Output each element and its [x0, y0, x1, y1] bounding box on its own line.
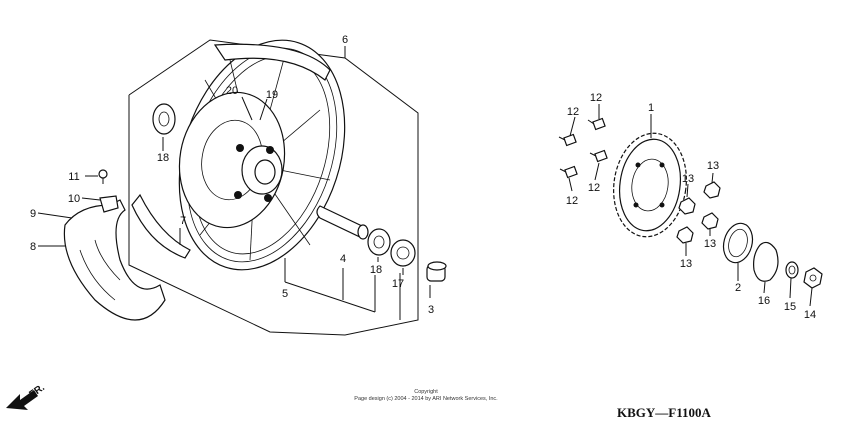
bearing-left: [152, 103, 176, 135]
leader-lines: [37, 96, 813, 307]
callout-13: 13: [682, 173, 694, 185]
callout-13: 13: [704, 238, 716, 250]
bearing-right: [367, 228, 391, 256]
callout-18: 18: [370, 264, 382, 276]
rim-band-bottom: [131, 193, 191, 259]
front-direction-arrow: FR.: [6, 382, 47, 410]
callout-19: 19: [266, 89, 278, 101]
callout-4: 4: [340, 253, 346, 265]
stud-bolts: [558, 117, 608, 179]
callout-17: 17: [392, 278, 404, 290]
copyright-notice: Copyright Page design (c) 2004 - 2014 by…: [354, 389, 498, 402]
callout-12: 12: [588, 182, 600, 194]
clip-10: [99, 195, 119, 213]
callout-18: 18: [157, 152, 169, 164]
rear-wheel: [178, 39, 346, 271]
copyright-line-1: Copyright: [414, 389, 438, 395]
copyright-line-2: Page design (c) 2004 - 2014 by ARI Netwo…: [354, 396, 498, 402]
rim-band-top: [213, 43, 331, 81]
callout-13: 13: [680, 258, 692, 270]
callout-15: 15: [784, 301, 796, 313]
callout-11: 11: [68, 171, 79, 183]
callout-6: 6: [342, 34, 348, 46]
callout-13: 13: [707, 160, 719, 172]
diagram-code: KBGY—F1100A: [617, 405, 712, 420]
callout-12: 12: [567, 106, 579, 118]
bolt-11: [98, 169, 108, 184]
axle-spacer: [316, 205, 369, 240]
callout-10: 10: [68, 193, 80, 205]
callout-20: 20: [226, 85, 238, 97]
callout-2: 2: [735, 282, 741, 294]
driven-sprocket: [613, 132, 687, 238]
callout-7: 7: [180, 215, 186, 227]
callout-5: 5: [282, 288, 288, 300]
collar-3: [426, 261, 447, 282]
callout-labels: 1 2 3 4 5 6 7 8 9 10 11 12 12 12 12 13 1…: [30, 34, 816, 321]
callout-12: 12: [590, 92, 602, 104]
callout-14: 14: [804, 309, 816, 321]
bearing-17: [390, 239, 416, 267]
circlip-16: [753, 241, 779, 282]
callout-3: 3: [428, 304, 434, 316]
callout-16: 16: [758, 295, 770, 307]
washer-2: [722, 222, 754, 264]
sprocket-nuts: [676, 181, 721, 244]
callout-1: 1: [648, 102, 654, 114]
callout-8: 8: [30, 241, 36, 253]
callout-9: 9: [30, 208, 36, 220]
callout-12: 12: [566, 195, 578, 207]
washer-15: [785, 261, 799, 279]
nut-14: [803, 267, 823, 289]
